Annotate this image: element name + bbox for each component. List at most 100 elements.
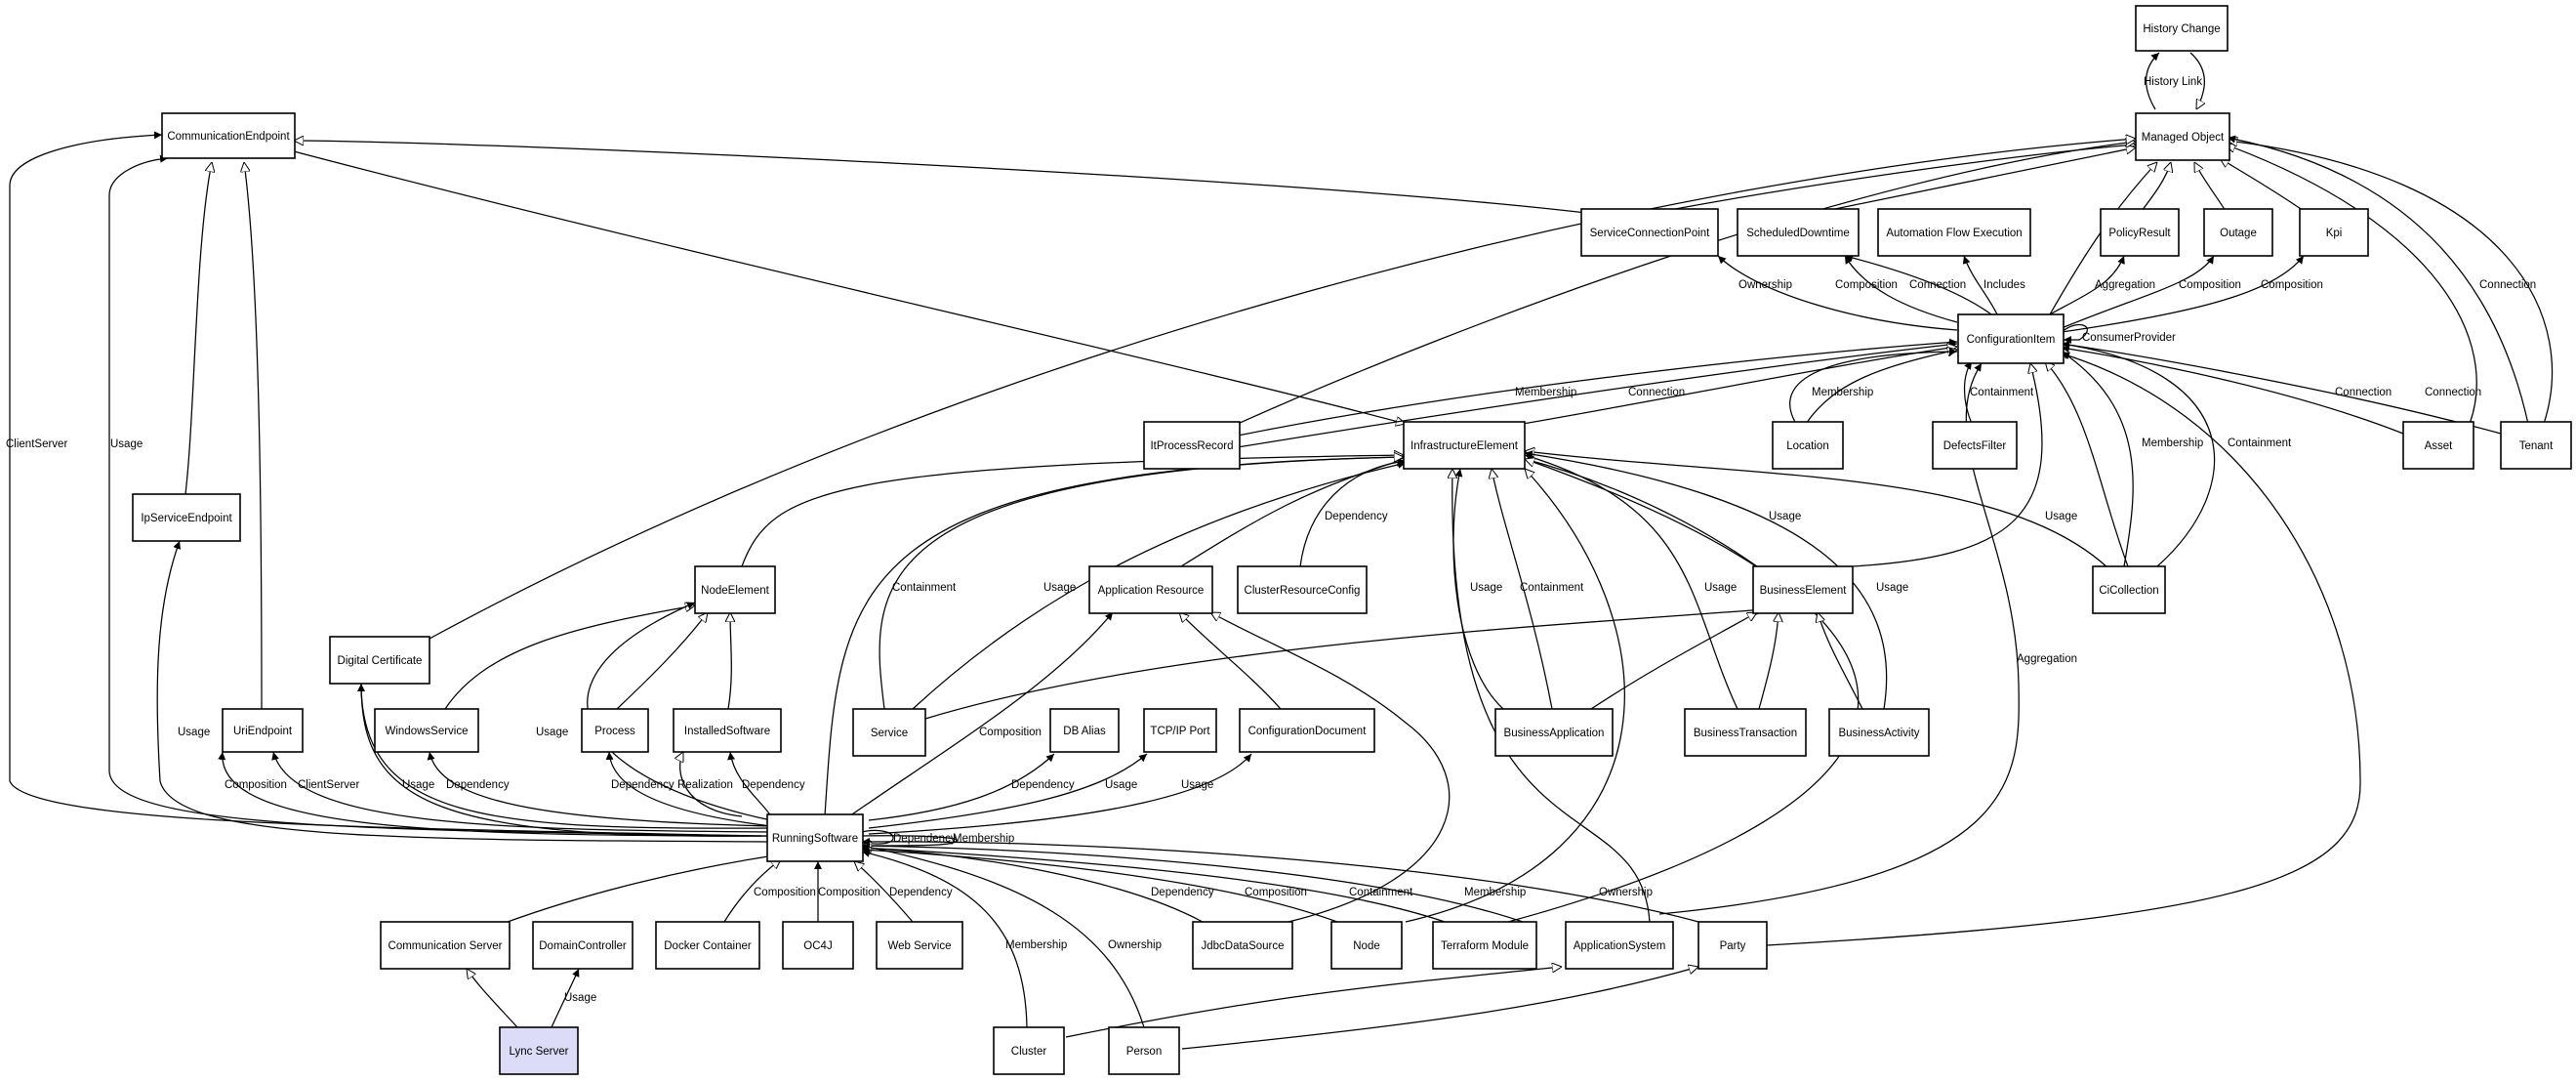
- node-tenant[interactable]: Tenant: [2500, 421, 2572, 470]
- edge-jdbc-rs: Dependency: [862, 848, 1214, 923]
- edge-label-dependency-web: Dependency: [889, 887, 953, 898]
- edge-label-membership-as: Membership: [1464, 887, 1526, 898]
- node-installed-software[interactable]: InstalledSoftware: [673, 708, 782, 753]
- svg-text:JdbcDataSource: JdbcDataSource: [1201, 940, 1284, 952]
- node-scheduled-downtime[interactable]: ScheduledDowntime: [1737, 208, 1860, 257]
- edge-proc-ne: [616, 612, 708, 710]
- edge-tf-ie: [1507, 459, 1860, 923]
- edge-composition-uri: Composition: [218, 751, 772, 837]
- node-tcp-ip-port[interactable]: TCP/IP Port: [1143, 708, 1217, 753]
- node-oc4j[interactable]: OC4J: [782, 921, 854, 970]
- node-docker-container[interactable]: Docker Container: [655, 921, 760, 970]
- svg-text:InstalledSoftware: InstalledSoftware: [684, 726, 770, 737]
- node-defects-filter[interactable]: DefectsFilter: [1932, 421, 2018, 470]
- edge-label-ownership-person: Ownership: [1108, 939, 1162, 951]
- node-outage[interactable]: Outage: [2203, 208, 2273, 257]
- edge-be-ci: Usage: [1852, 363, 2077, 567]
- edge-label-composition-uri: Composition: [225, 779, 287, 791]
- edge-containment-cic: Containment: [2061, 341, 2292, 567]
- edge-membership-loc: Membership: [1789, 348, 1958, 425]
- svg-text:BusinessApplication: BusinessApplication: [1504, 728, 1605, 739]
- node-infrastructure-element[interactable]: InfrastructureElement: [1403, 421, 1526, 470]
- edge-ne-ie: [741, 455, 1404, 567]
- edge-label-containment-cic: Containment: [2228, 437, 2292, 449]
- svg-text:Outage: Outage: [2220, 228, 2257, 239]
- node-kpi[interactable]: Kpi: [2299, 208, 2369, 257]
- node-node[interactable]: Node: [1330, 921, 1403, 970]
- svg-text:ConfigurationItem: ConfigurationItem: [1967, 334, 2056, 346]
- edge-service-be: [924, 609, 1765, 720]
- node-node-element[interactable]: NodeElement: [694, 565, 776, 614]
- edge-itpr-ci-connection: Connection: [1237, 340, 1958, 448]
- node-location[interactable]: Location: [1772, 421, 1844, 470]
- edge-is-ne: [728, 612, 731, 710]
- node-web-service[interactable]: Web Service: [876, 921, 963, 970]
- edge-dependency-db: Dependency: [868, 753, 1075, 821]
- node-application-system[interactable]: ApplicationSystem: [1565, 921, 1674, 970]
- edge-crc-ie: Dependency: [1299, 458, 1407, 567]
- node-business-element[interactable]: BusinessElement: [1752, 565, 1854, 614]
- node-cluster[interactable]: Cluster: [993, 1026, 1065, 1075]
- node-automation-flow-execution[interactable]: Automation Flow Execution: [1877, 208, 2031, 257]
- edge-dependency-is: Dependency: [727, 751, 805, 817]
- node-digital-certificate[interactable]: Digital Certificate: [329, 636, 430, 685]
- node-business-application[interactable]: BusinessApplication: [1494, 708, 1614, 757]
- node-it-process-record[interactable]: ItProcessRecord: [1143, 421, 1241, 470]
- relationship-edges: History Link ClientServer Usage: [6, 52, 2554, 1050]
- node-windows-service[interactable]: WindowsService: [374, 708, 479, 753]
- edge-clientserver-uri: ClientServer: [271, 751, 772, 833]
- node-configuration-item[interactable]: ConfigurationItem: [1957, 313, 2065, 364]
- edge-usage-ce: Usage: [108, 154, 762, 837]
- node-asset[interactable]: Asset: [2402, 421, 2474, 470]
- node-history-change[interactable]: History Change: [2135, 5, 2228, 52]
- node-policy-result[interactable]: PolicyResult: [2100, 208, 2180, 257]
- node-service[interactable]: Service: [852, 708, 926, 757]
- edge-loc-ci: [1805, 350, 1957, 425]
- svg-text:BusinessTransaction: BusinessTransaction: [1694, 728, 1797, 739]
- edge-bact-ie: Usage: [1524, 450, 1908, 710]
- edge-label-includes-afe: Includes: [1983, 279, 2025, 291]
- node-managed-object[interactable]: Managed Object: [2135, 112, 2230, 161]
- edge-commsrv-rs: [507, 854, 781, 923]
- node-application-resource[interactable]: Application Resource: [1088, 565, 1213, 614]
- node-process[interactable]: Process: [581, 708, 649, 753]
- edge-lync-dc: Usage: [551, 968, 596, 1028]
- node-domain-controller[interactable]: DomainController: [532, 921, 634, 970]
- edge-label-connection-itpr: Connection: [1628, 387, 1685, 398]
- edge-as-rs: Membership: [862, 846, 1526, 923]
- svg-text:ServiceConnectionPoint: ServiceConnectionPoint: [1590, 228, 1711, 239]
- node-party[interactable]: Party: [1697, 921, 1768, 970]
- svg-text:NodeElement: NodeElement: [701, 585, 769, 597]
- node-running-software[interactable]: RunningSoftware: [766, 813, 864, 862]
- svg-text:Location: Location: [1786, 440, 1828, 452]
- edge-rs-ipse: Usage: [156, 540, 772, 843]
- node-lync-server[interactable]: Lync Server: [499, 1026, 579, 1075]
- edge-label-usage-be: Usage: [1769, 511, 1801, 522]
- svg-text:Cluster: Cluster: [1011, 1046, 1047, 1058]
- node-uri-endpoint[interactable]: UriEndpoint: [222, 708, 304, 753]
- svg-text:ApplicationSystem: ApplicationSystem: [1574, 940, 1666, 952]
- edge-be-ie-usage: Usage: [1524, 457, 1801, 567]
- edge-usage-cd: Usage: [868, 753, 1252, 835]
- node-business-activity[interactable]: BusinessActivity: [1828, 708, 1930, 757]
- edge-label-containment-service: Containment: [892, 582, 957, 594]
- node-ci-collection[interactable]: CiCollection: [2092, 565, 2166, 614]
- node-cluster-resource-config[interactable]: ClusterResourceConfig: [1237, 565, 1368, 614]
- node-communication-endpoint[interactable]: CommunicationEndpoint: [161, 112, 296, 159]
- node-jdbc-data-source[interactable]: JdbcDataSource: [1192, 921, 1293, 970]
- edge-ba-ie-containment: Containment: [1492, 469, 1584, 710]
- node-communication-server[interactable]: Communication Server: [380, 921, 511, 970]
- edge-dcert-mo: [429, 139, 2136, 640]
- svg-text:Asset: Asset: [2425, 440, 2454, 452]
- node-db-alias[interactable]: DB Alias: [1049, 708, 1120, 753]
- node-configuration-document[interactable]: ConfigurationDocument: [1239, 708, 1375, 753]
- node-ip-service-endpoint[interactable]: IpServiceEndpoint: [132, 493, 241, 542]
- node-service-connection-point[interactable]: ServiceConnectionPoint: [1580, 208, 1719, 257]
- edge-label-usage-lync: Usage: [564, 992, 596, 1004]
- node-person[interactable]: Person: [1108, 1026, 1180, 1075]
- node-terraform-module[interactable]: Terraform Module: [1432, 921, 1537, 970]
- edge-cd-ar: [1179, 612, 1282, 710]
- node-business-transaction[interactable]: BusinessTransaction: [1684, 708, 1807, 757]
- edge-label-composition-kpi: Composition: [2261, 279, 2323, 291]
- edge-oc4j-rs: Composition: [814, 861, 880, 922]
